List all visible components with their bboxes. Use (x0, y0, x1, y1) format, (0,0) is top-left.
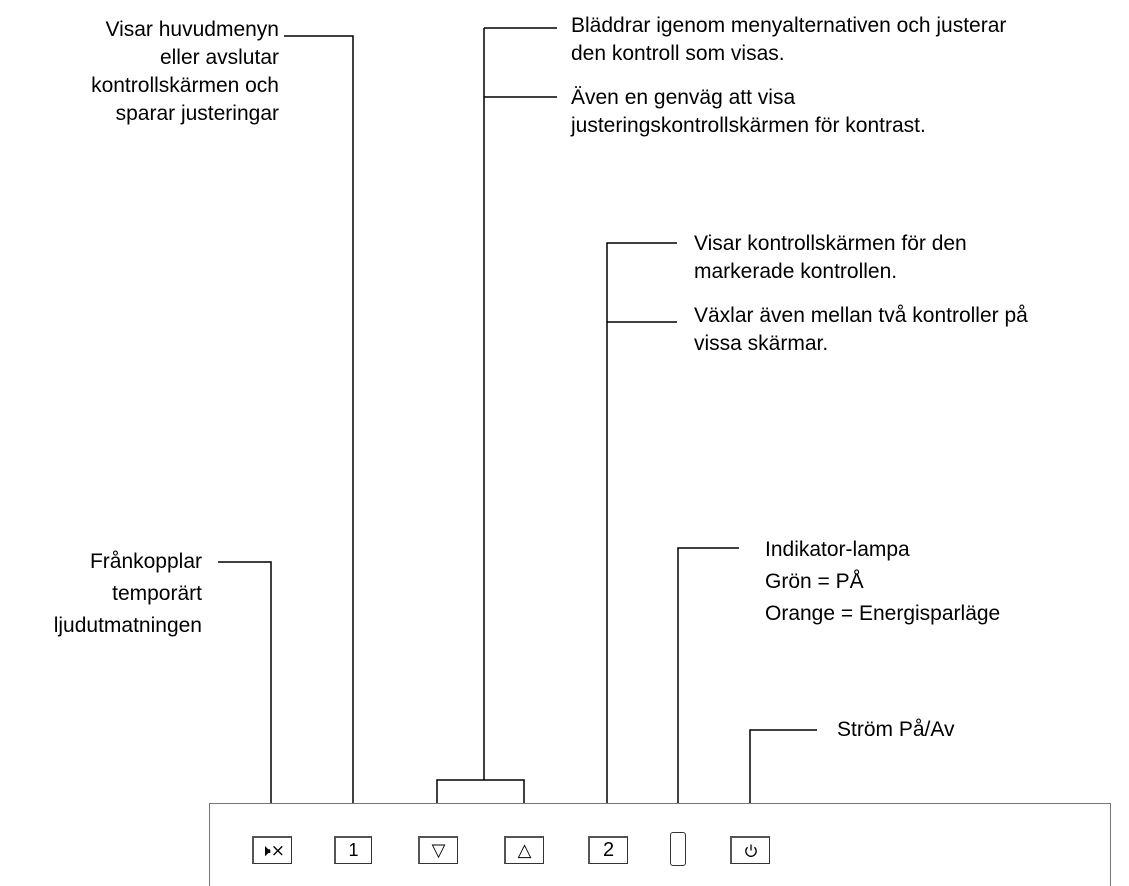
menu-annotation-line: kontrollskärmen och (91, 74, 279, 97)
contrast-annotation-line: justeringskontrollskärmen för kontrast. (571, 114, 926, 137)
power-button[interactable] (730, 836, 770, 864)
mute-annotation-line: Frånkopplar (89, 550, 202, 573)
select-button-2[interactable]: 2 (588, 836, 628, 864)
select-button-label: 2 (602, 839, 615, 861)
mute-button[interactable]: 🕨× (252, 836, 292, 864)
power-icon (743, 843, 759, 859)
menu-button-1[interactable]: 1 (334, 836, 372, 864)
triangle-up-icon: △ (517, 840, 532, 861)
mute-annotation: Frånkopplar temporärt ljudutmatningen (54, 546, 202, 642)
select-annotation-line: Visar kontrollskärmen för den (694, 232, 967, 255)
leader-mute (218, 561, 272, 836)
leader-indicator (677, 547, 739, 832)
menu-button-label: 1 (348, 840, 359, 860)
navigate-annotation-line: Bläddrar igenom menyalternativen och jus… (571, 14, 1007, 37)
mute-annotation-line: temporärt (112, 582, 202, 605)
select-annotation-line: markerade kontrollen. (694, 260, 898, 283)
toggle-annotation-line: Växlar även mellan två kontroller på (694, 304, 1028, 327)
contrast-annotation: Även en genväg att visa justeringskontro… (571, 84, 926, 140)
menu-annotation-line: Visar huvudmenyn (105, 18, 279, 41)
toggle-annotation-line: vissa skärmar. (694, 332, 829, 355)
menu-annotation-line: eller avslutar (159, 46, 279, 69)
navigate-annotation-line: den kontroll som visas. (571, 42, 785, 65)
indicator-annotation-line: Orange = Energisparläge (765, 602, 1001, 625)
leader-power (749, 729, 817, 836)
toggle-annotation: Växlar även mellan två kontroller på vis… (694, 302, 1028, 358)
menu-annotation: Visar huvudmenyn eller avslutar kontroll… (91, 16, 279, 128)
navigate-annotation: Bläddrar igenom menyalternativen och jus… (571, 12, 1006, 68)
indicator-annotation: Indikator-lampa Grön = PÅ Orange = Energ… (765, 534, 1000, 630)
leader-menu (284, 35, 354, 836)
triangle-down-icon: ▽ (431, 840, 446, 861)
menu-annotation-line: sparar justeringar (115, 102, 279, 125)
scroll-up-button[interactable]: △ (504, 836, 544, 864)
mute-annotation-line: ljudutmatningen (53, 614, 202, 637)
scroll-down-button[interactable]: ▽ (418, 836, 458, 864)
leader-select (606, 242, 677, 836)
indicator-lamp (670, 832, 686, 866)
indicator-annotation-line: Grön = PÅ (765, 570, 864, 593)
indicator-annotation-line: Indikator-lampa (765, 538, 910, 561)
speaker-mute-icon: 🕨× (260, 840, 285, 861)
contrast-annotation-line: Även en genväg att visa (571, 86, 796, 109)
power-annotation: Ström På/Av (837, 718, 955, 741)
select-annotation: Visar kontrollskärmen för den markerade … (694, 230, 967, 286)
